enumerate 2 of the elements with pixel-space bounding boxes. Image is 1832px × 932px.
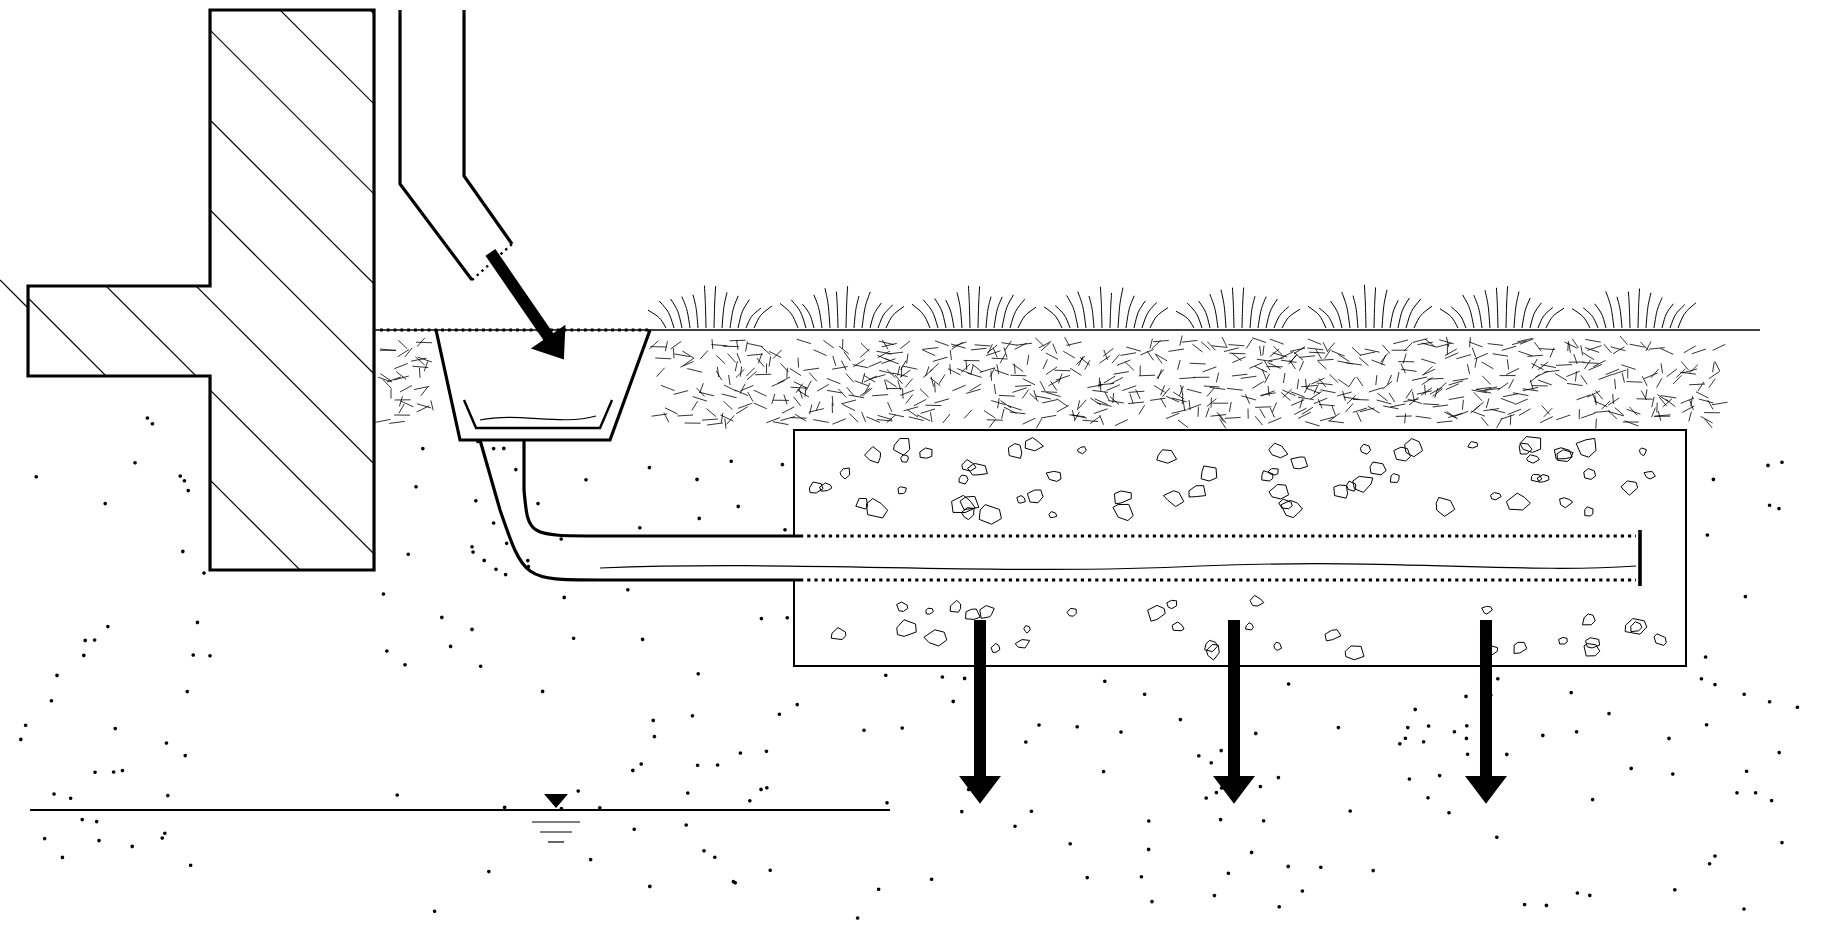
downspout [398, 10, 514, 281]
catch-basin [380, 328, 652, 442]
